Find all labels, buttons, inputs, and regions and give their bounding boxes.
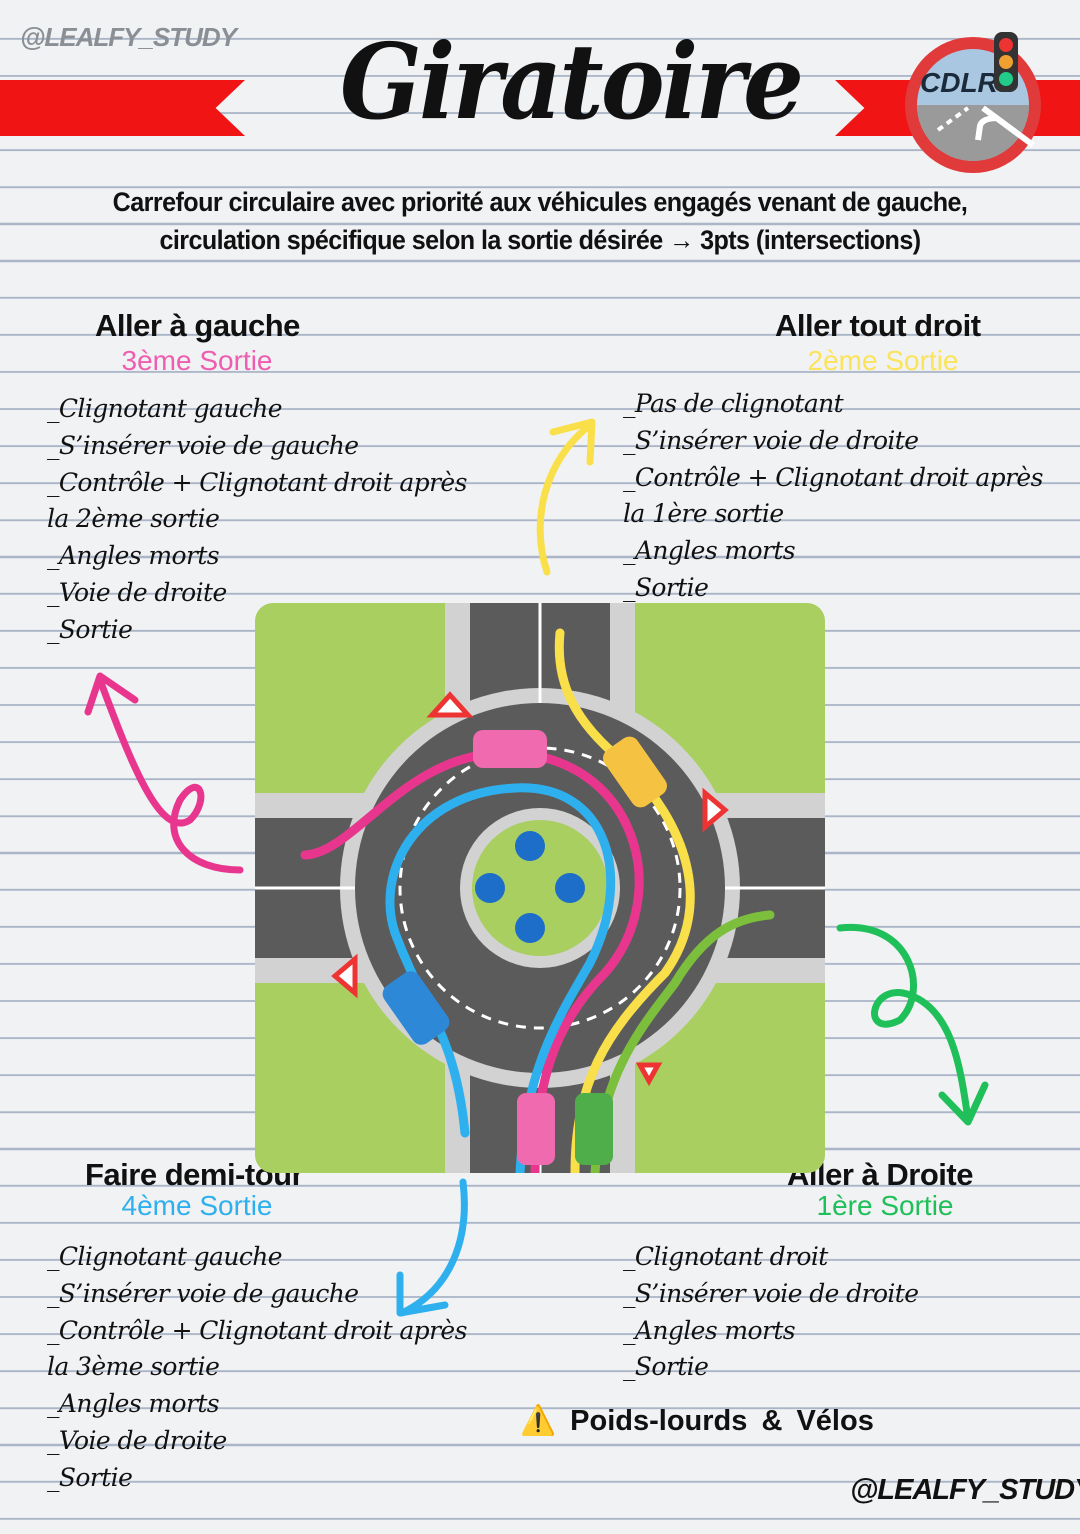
list-item: _S’insérer voie de droite bbox=[623, 1278, 919, 1308]
warning-icon: ⚠️ bbox=[520, 1405, 557, 1437]
list-item: _Clignotant gauche bbox=[47, 394, 283, 423]
watermark-top: @LEALFY_STUDY bbox=[20, 22, 237, 52]
straight-exit-arrow bbox=[536, 418, 596, 576]
roundabout-diagram bbox=[255, 603, 825, 1173]
exit-left: 3ème Sortie bbox=[121, 345, 273, 376]
logo-text: CDLR bbox=[920, 67, 999, 98]
intro-line-2: circulation spécifique selon la sortie d… bbox=[159, 225, 921, 255]
path-straight bbox=[554, 628, 695, 1173]
warning-text: Poids-lourds & Vélos bbox=[570, 1405, 874, 1437]
list-item: la 1ère sortie bbox=[623, 499, 784, 529]
right-exit-arrow bbox=[836, 923, 989, 1126]
list-item: _Pas de clignotant bbox=[623, 389, 844, 418]
intro-text: Carrefour circulaire avec priorité aux v… bbox=[38, 183, 1042, 259]
list-uturn: _Clignotant gauche _S’insérer voie de ga… bbox=[47, 1239, 467, 1497]
list-item: _Sortie bbox=[47, 614, 133, 644]
list-left: _Clignotant gauche _S’insérer voie de ga… bbox=[47, 391, 467, 649]
list-item: _S’insérer voie de gauche bbox=[47, 430, 359, 460]
list-item: la 2ème sortie bbox=[47, 504, 220, 534]
left-exit-arrow bbox=[84, 672, 244, 874]
path-left bbox=[300, 748, 644, 1173]
intro-line-1: Carrefour circulaire avec priorité aux v… bbox=[112, 187, 968, 217]
exit-right: 1ère Sortie bbox=[816, 1190, 954, 1221]
list-item: _Sortie bbox=[623, 1352, 709, 1382]
traffic-light-road-logo: CDLR bbox=[905, 32, 1041, 173]
list-item: _S’insérer voie de droite bbox=[623, 425, 919, 455]
list-item: _Contrôle + Clignotant droit après bbox=[47, 467, 467, 497]
list-item: _Angles morts bbox=[623, 1315, 796, 1345]
list-item: _Angles morts bbox=[47, 1389, 220, 1419]
list-item: _Contrôle + Clignotant droit après bbox=[623, 462, 1043, 492]
list-item: _Clignotant gauche bbox=[47, 1242, 283, 1271]
list-item: _Sortie bbox=[47, 1462, 133, 1492]
list-item: _Voie de droite bbox=[47, 1425, 227, 1455]
list-item: _Sortie bbox=[623, 572, 709, 602]
heading-left: Aller à gauche bbox=[95, 308, 300, 343]
list-right: _Clignotant droit _S’insérer voie de dro… bbox=[623, 1239, 919, 1386]
exit-straight: 2ème Sortie bbox=[807, 345, 959, 376]
uturn-exit-arrow bbox=[396, 1178, 468, 1317]
exit-uturn: 4ème Sortie bbox=[121, 1190, 273, 1221]
list-item: _Clignotant droit bbox=[623, 1242, 828, 1271]
list-item: _S’insérer voie de gauche bbox=[47, 1278, 359, 1308]
list-item: _Angles morts bbox=[47, 541, 220, 571]
watermark-bottom: @LEALFY_STUDY bbox=[850, 1474, 1080, 1506]
list-item: _Angles morts bbox=[623, 536, 796, 566]
ribbon-left bbox=[0, 80, 245, 136]
heading-straight: Aller tout droit bbox=[775, 308, 981, 343]
list-item: _Contrôle + Clignotant droit après bbox=[47, 1315, 467, 1345]
list-item: _Voie de droite bbox=[47, 577, 227, 607]
warning-note: ⚠️ Poids-lourds & Vélos bbox=[520, 1404, 874, 1438]
list-item: la 3ème sortie bbox=[47, 1352, 220, 1382]
list-straight: _Pas de clignotant _S’insérer voie de dr… bbox=[623, 386, 1043, 607]
page-title: Giratoire bbox=[340, 20, 804, 143]
